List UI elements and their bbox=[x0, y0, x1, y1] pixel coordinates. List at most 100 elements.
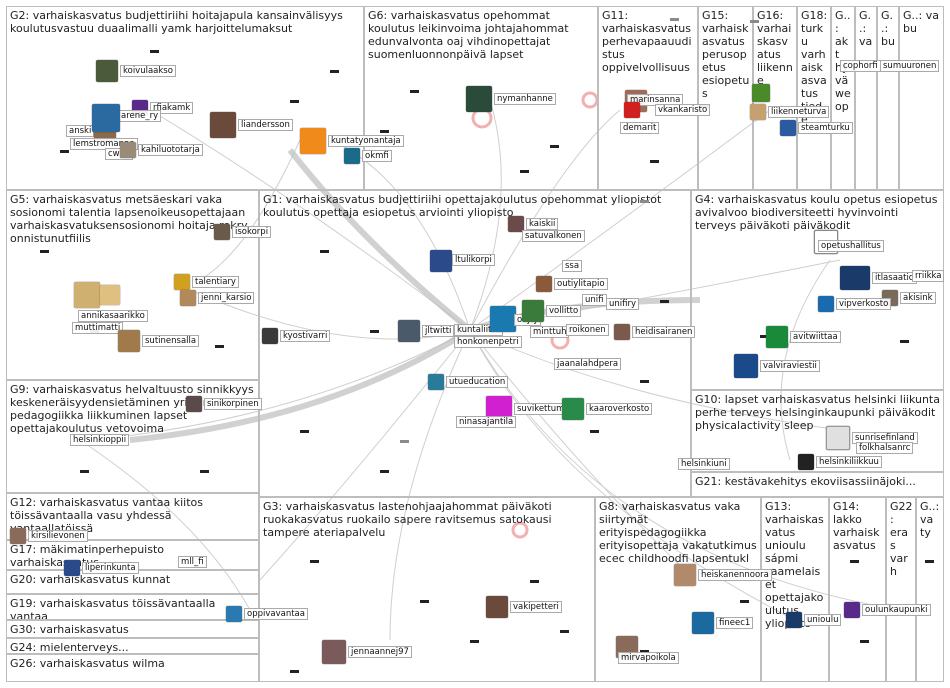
node-label: sutinensalla bbox=[142, 335, 200, 347]
node-marker bbox=[290, 100, 299, 103]
node-label: jaanalahdpera bbox=[554, 358, 622, 370]
node-heiskanennoora[interactable]: heiskanennoora bbox=[674, 564, 772, 586]
node-label: helsinkioppii bbox=[70, 434, 130, 446]
group-label: G14: lakko varhaiskasvatus bbox=[833, 500, 880, 552]
node-sutinensalla[interactable]: sutinensalla bbox=[118, 330, 200, 352]
group-box-g21: G21: kestävakehitys ekoviisassiinäjoki..… bbox=[691, 472, 944, 497]
node-jaanalahdpera[interactable]: jaanalahdpera bbox=[552, 358, 622, 370]
node-steamturku[interactable]: steamturku bbox=[780, 120, 853, 136]
node-demarit-label: demarit bbox=[618, 122, 660, 134]
node-label: heidisairanen bbox=[632, 326, 696, 338]
node-roikonen[interactable]: roikonen bbox=[564, 324, 609, 336]
node-oajry[interactable] bbox=[490, 306, 516, 332]
group-label: G21: kestävakehitys ekoviisassiinäjoki..… bbox=[695, 475, 916, 488]
group-box-g24: G24: mielenterveys... bbox=[6, 638, 259, 654]
node-annikasaarikko[interactable] bbox=[74, 282, 120, 308]
node-jenni_karsio[interactable]: jenni_karsio bbox=[180, 290, 255, 306]
node-honkonenpetri[interactable]: honkonenpetri bbox=[452, 336, 522, 348]
node-marker bbox=[380, 470, 389, 473]
node-marker bbox=[860, 640, 869, 643]
node-label: helsinkiuni bbox=[678, 458, 730, 470]
node-marker bbox=[520, 170, 529, 173]
node-ninasajanti[interactable]: ninasajantila bbox=[454, 416, 517, 428]
node-outiylitapio[interactable]: outiylitapio bbox=[536, 276, 608, 292]
node-vkankaristo[interactable]: vkankaristo bbox=[653, 104, 711, 116]
node-kyostivarri[interactable]: kyostivarri bbox=[262, 328, 331, 344]
avatar bbox=[10, 528, 26, 544]
node-vakipetteri[interactable]: vakipetteri bbox=[486, 596, 562, 618]
node-cwpa[interactable] bbox=[92, 104, 120, 132]
node-ssa[interactable]: ssa bbox=[560, 260, 583, 272]
node-marker bbox=[640, 200, 649, 203]
node-demarit[interactable] bbox=[624, 102, 640, 118]
node-kuntatyonantaja[interactable]: kuntatyonantaja bbox=[300, 128, 404, 154]
node-helsinkiliikkuu[interactable]: helsinkiliikkuu bbox=[798, 454, 882, 470]
avatar bbox=[752, 84, 770, 102]
node-rriikka[interactable]: rriikka bbox=[910, 270, 945, 282]
node-kahiluototarja[interactable]: kahiluototarja bbox=[120, 142, 203, 158]
node-unifi[interactable]: unifi bbox=[580, 294, 607, 306]
node-kaiskii[interactable]: kaiskii bbox=[508, 216, 559, 232]
group-box-g29: G..: va ty bbox=[916, 497, 944, 682]
node-kaaroverkosto[interactable]: kaaroverkosto bbox=[562, 398, 653, 420]
node-koivulaakso[interactable]: koivulaakso bbox=[96, 60, 176, 82]
node-heidisairanen[interactable]: heidisairanen bbox=[614, 324, 696, 340]
node-nymanhanne[interactable]: nymanhanne bbox=[466, 86, 556, 112]
node-liikenneturva[interactable] bbox=[752, 84, 770, 102]
node-label: okmfi bbox=[362, 150, 392, 162]
node-label: itlasaatio bbox=[872, 272, 918, 284]
node-utueducation[interactable]: utueducation bbox=[428, 374, 509, 390]
node-satuvalkonen[interactable]: satuvalkonen bbox=[520, 230, 585, 242]
node-label: avitwiittaa bbox=[790, 331, 841, 343]
node-vollitto[interactable]: vollitto bbox=[522, 300, 582, 322]
node-oulunkaupunki[interactable]: oulunkaupunki bbox=[844, 602, 931, 618]
node-okmfi[interactable]: okmfi bbox=[344, 148, 392, 164]
node-jennaannej97[interactable]: jennaannej97 bbox=[322, 640, 412, 664]
group-box-g13: G13: varhaiskasvatus unioulu sápmi saame… bbox=[761, 497, 829, 682]
node-oppivavantaa[interactable]: oppivavantaa bbox=[226, 606, 308, 622]
node-label: kaaroverkosto bbox=[586, 403, 653, 415]
group-label: G1: varhaiskasvatus budjettiriihi opetta… bbox=[263, 193, 662, 219]
node-itlasaatio[interactable]: itlasaatio bbox=[840, 266, 918, 290]
node-cophorfi[interactable]: cophorfi bbox=[838, 60, 881, 72]
node-mll_fi[interactable]: mll_fi bbox=[176, 556, 207, 568]
node-vipverkosto[interactable]: vipverkosto bbox=[818, 296, 892, 312]
node-liandersson[interactable]: liandersson bbox=[210, 112, 293, 138]
node-label: utueducation bbox=[446, 376, 509, 388]
node-fineec1[interactable]: fineec1 bbox=[692, 612, 754, 634]
node-helsinkioppii[interactable]: helsinkioppii bbox=[68, 434, 130, 446]
node-label: satuvalkonen bbox=[522, 230, 585, 242]
node-jltwitti[interactable]: jltwitti bbox=[398, 320, 455, 342]
avatar bbox=[214, 224, 230, 240]
avatar bbox=[786, 612, 802, 628]
node-helsinkiuni[interactable]: helsinkiuni bbox=[676, 458, 730, 470]
node-muttimatti[interactable]: muttimatti bbox=[70, 322, 124, 334]
node-label: liandersson bbox=[238, 119, 293, 131]
node-label: unifiry bbox=[606, 298, 640, 310]
avatar bbox=[466, 86, 492, 112]
group-box-g23: G..: akt hyvä we op bbox=[831, 6, 855, 190]
avatar bbox=[614, 324, 630, 340]
node-liperinkunta[interactable]: liperinkunta bbox=[64, 560, 139, 576]
node-sinikorpinen[interactable]: sinikorpinen bbox=[186, 396, 262, 412]
node-folkhalsanrc[interactable]: folkhalsanrc bbox=[854, 442, 914, 454]
group-label: G10: lapset varhaiskasvatus helsinki lii… bbox=[695, 393, 940, 432]
node-sunrisefinland[interactable]: sunrisefinland bbox=[826, 426, 918, 450]
avatar bbox=[344, 148, 360, 164]
node-valviraviestii[interactable]: valviraviestii bbox=[734, 354, 820, 378]
group-label: G15: varhaiskasvatus perusopetus esiopet… bbox=[702, 9, 750, 100]
node-sumuuronen[interactable]: sumuuronen bbox=[878, 60, 940, 72]
node-label: mirvapoikola bbox=[618, 652, 679, 664]
node-unioulu[interactable]: unioulu bbox=[786, 612, 842, 628]
avatar bbox=[674, 564, 696, 586]
node-kirsilievonen[interactable]: kirsilievonen bbox=[10, 528, 88, 544]
node-talentiary[interactable]: talentiary bbox=[174, 274, 239, 290]
group-label: G13: varhaiskasvatus unioulu sápmi saame… bbox=[765, 500, 824, 630]
node-marker bbox=[400, 440, 409, 443]
node-label: koivulaakso bbox=[120, 65, 176, 77]
node-unifiry[interactable]: unifiry bbox=[604, 298, 640, 310]
node-avitwiittaa[interactable]: avitwiittaa bbox=[766, 326, 841, 348]
node-isokorpi[interactable]: isokorpi bbox=[214, 224, 272, 240]
node-ltulikorpi[interactable] bbox=[430, 250, 452, 272]
node-marker bbox=[420, 600, 429, 603]
